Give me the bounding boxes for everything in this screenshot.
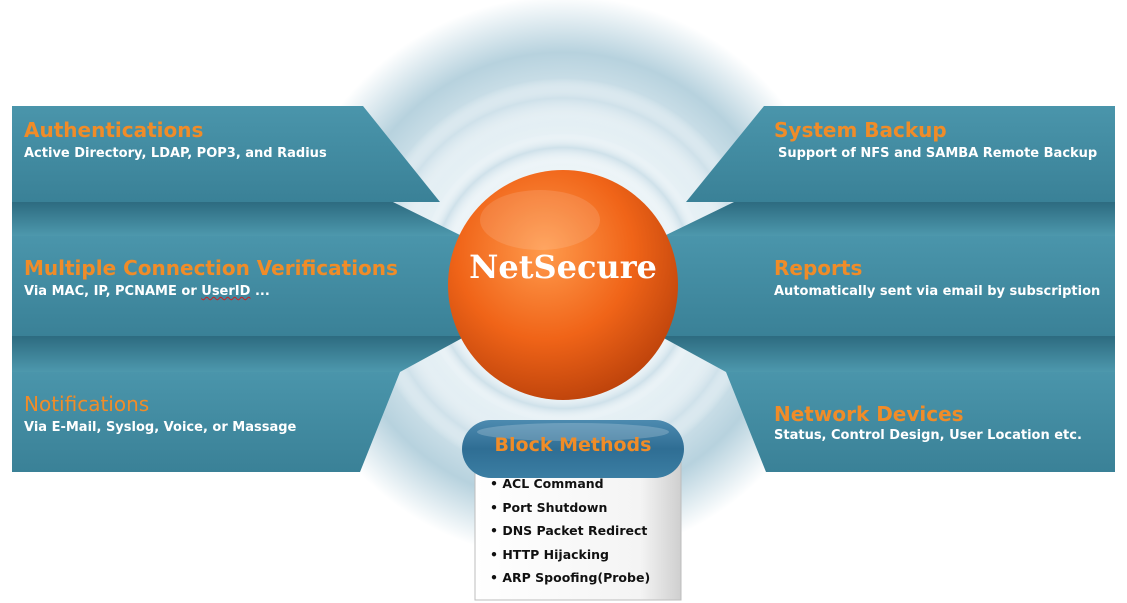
network-devices-title: Network Devices bbox=[774, 402, 964, 426]
block-method-item: ARP Spoofing(Probe) bbox=[490, 570, 650, 594]
block-method-item: HTTP Hijacking bbox=[490, 547, 650, 571]
right-wedge-2 bbox=[660, 336, 1115, 372]
block-method-item: DNS Packet Redirect bbox=[490, 523, 650, 547]
network-devices-description: Status, Control Design, User Location et… bbox=[774, 428, 1082, 443]
system-backup-title: System Backup bbox=[774, 118, 947, 142]
right-wedge-1 bbox=[664, 202, 1115, 236]
block-method-item: ACL Command bbox=[490, 476, 650, 500]
system-backup-description: Support of NFS and SAMBA Remote Backup bbox=[778, 146, 1098, 161]
notifications-description: Via E-Mail, Syslog, Voice, or Massage bbox=[24, 420, 297, 435]
authentications-description: Active Directory, LDAP, POP3, and Radius bbox=[24, 146, 327, 161]
sphere-highlight bbox=[480, 190, 600, 250]
system-backup-panel: System Backup Support of NFS and SAMBA R… bbox=[774, 118, 1097, 161]
pill-highlight bbox=[477, 423, 669, 441]
netsecure-label: NetSecure bbox=[469, 248, 657, 286]
reports-title: Reports bbox=[774, 256, 863, 280]
notifications-panel: Notifications Via E-Mail, Syslog, Voice,… bbox=[24, 392, 296, 435]
block-methods-title: Block Methods bbox=[494, 434, 652, 456]
left-panel-3 bbox=[12, 372, 400, 472]
connection-verifications-panel: Multiple Connection Verifications Via MA… bbox=[24, 256, 398, 299]
connection-verifications-description: Via MAC, IP, PCNAME or UserID ... bbox=[24, 284, 398, 299]
authentications-title: Authentications bbox=[24, 118, 204, 142]
network-devices-panel: Network Devices Status, Control Design, … bbox=[774, 402, 1082, 443]
block-methods-pill bbox=[462, 420, 684, 478]
block-methods-list: ACL Command Port Shutdown DNS Packet Red… bbox=[490, 476, 650, 594]
left-panel-2 bbox=[12, 236, 470, 336]
right-panel-3 bbox=[726, 372, 1115, 472]
reports-description: Automatically sent via email by subscrip… bbox=[774, 284, 1101, 299]
connection-verifications-title: Multiple Connection Verifications bbox=[24, 256, 398, 280]
netsecure-sphere bbox=[448, 170, 678, 400]
reports-panel: Reports Automatically sent via email by … bbox=[774, 256, 1100, 299]
left-wedge-1 bbox=[12, 202, 462, 236]
right-panel-1 bbox=[686, 106, 1115, 202]
left-panel-1 bbox=[12, 106, 440, 202]
userid-misspelled-word: UserID bbox=[201, 284, 251, 299]
connection-verifications-description-suffix: ... bbox=[250, 284, 270, 299]
notifications-title: Notifications bbox=[24, 392, 150, 416]
connection-verifications-description-prefix: Via MAC, IP, PCNAME or bbox=[24, 284, 202, 299]
left-wedge-2 bbox=[12, 336, 466, 372]
right-panel-2 bbox=[656, 236, 1115, 336]
authentications-panel: Authentications Active Directory, LDAP, … bbox=[24, 118, 327, 161]
block-method-item: Port Shutdown bbox=[490, 500, 650, 524]
